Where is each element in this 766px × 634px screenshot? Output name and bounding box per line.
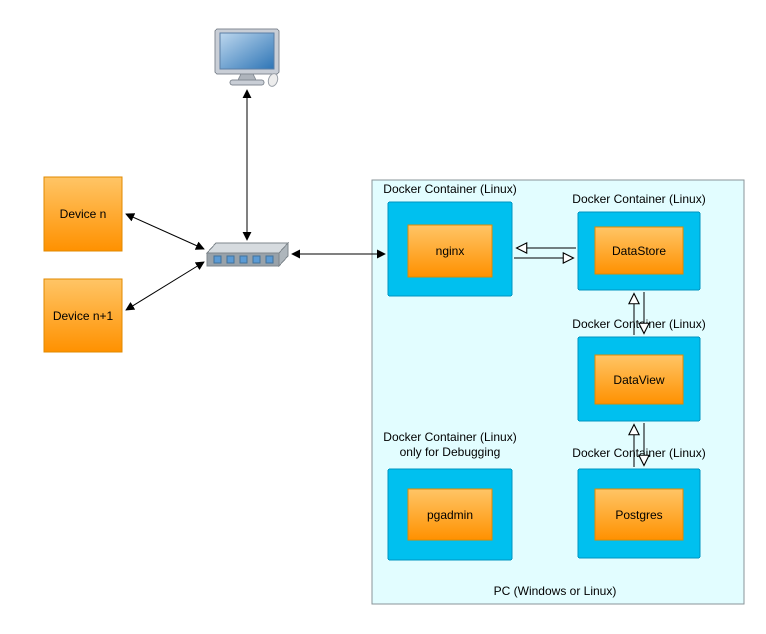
postgres-node-label: Postgres: [615, 508, 662, 522]
dataview-node-label: DataView: [613, 373, 664, 387]
container-nginx-title: Docker Container (Linux): [383, 182, 516, 196]
arrow-device-n1-switch: [125, 261, 205, 311]
mouse-icon: [267, 73, 279, 87]
dataview-node-box: [594, 354, 684, 405]
network-switch-icon: [205, 241, 290, 268]
pgadmin-node-label: pgadmin: [427, 508, 473, 522]
device-n-box: Device n: [43, 176, 123, 252]
device-n1-box: Device n+1: [43, 278, 123, 353]
nginx-node-box: [407, 224, 493, 278]
switch-port-1: [213, 255, 222, 264]
arrow-device-n-switch: [125, 213, 205, 250]
container-dataview-title: Docker Container (Linux): [572, 317, 705, 331]
container-pgadmin-subtitle: only for Debugging: [400, 445, 501, 459]
container-nginx: Docker Container (Linux) nginx: [383, 182, 517, 297]
container-datastore-title: Docker Container (Linux): [572, 192, 705, 206]
container-dataview: Docker Container (Linux) DataView: [572, 317, 706, 422]
device-n1-rect: [43, 278, 123, 353]
monitor-screen: [219, 32, 275, 70]
device-n-label: Device n: [60, 207, 107, 221]
switch-port-4: [252, 255, 261, 264]
switch-top-face: [205, 242, 290, 254]
device-n1-label: Device n+1: [53, 309, 114, 323]
device-n-rect: [43, 176, 123, 252]
monitor-stand: [237, 73, 257, 81]
datastore-node-box: [594, 226, 684, 275]
switch-port-2: [226, 255, 235, 264]
container-pgadmin: Docker Container (Linux) only for Debugg…: [383, 430, 517, 561]
postgres-node-box: [594, 488, 684, 541]
container-postgres-title: Docker Container (Linux): [572, 446, 705, 460]
monitor-base: [229, 79, 265, 86]
datastore-node-label: DataStore: [612, 244, 666, 258]
pc-host-label: PC (Windows or Linux): [494, 584, 617, 598]
switch-port-5: [265, 255, 274, 264]
container-pgadmin-title: Docker Container (Linux): [383, 430, 516, 444]
container-datastore: Docker Container (Linux) DataStore: [572, 192, 706, 291]
nginx-node-label: nginx: [436, 244, 465, 258]
container-postgres: Docker Container (Linux) Postgres: [572, 446, 706, 559]
computer-icon: [214, 28, 280, 87]
switch-port-3: [239, 255, 248, 264]
pgadmin-node-box: [407, 488, 493, 541]
